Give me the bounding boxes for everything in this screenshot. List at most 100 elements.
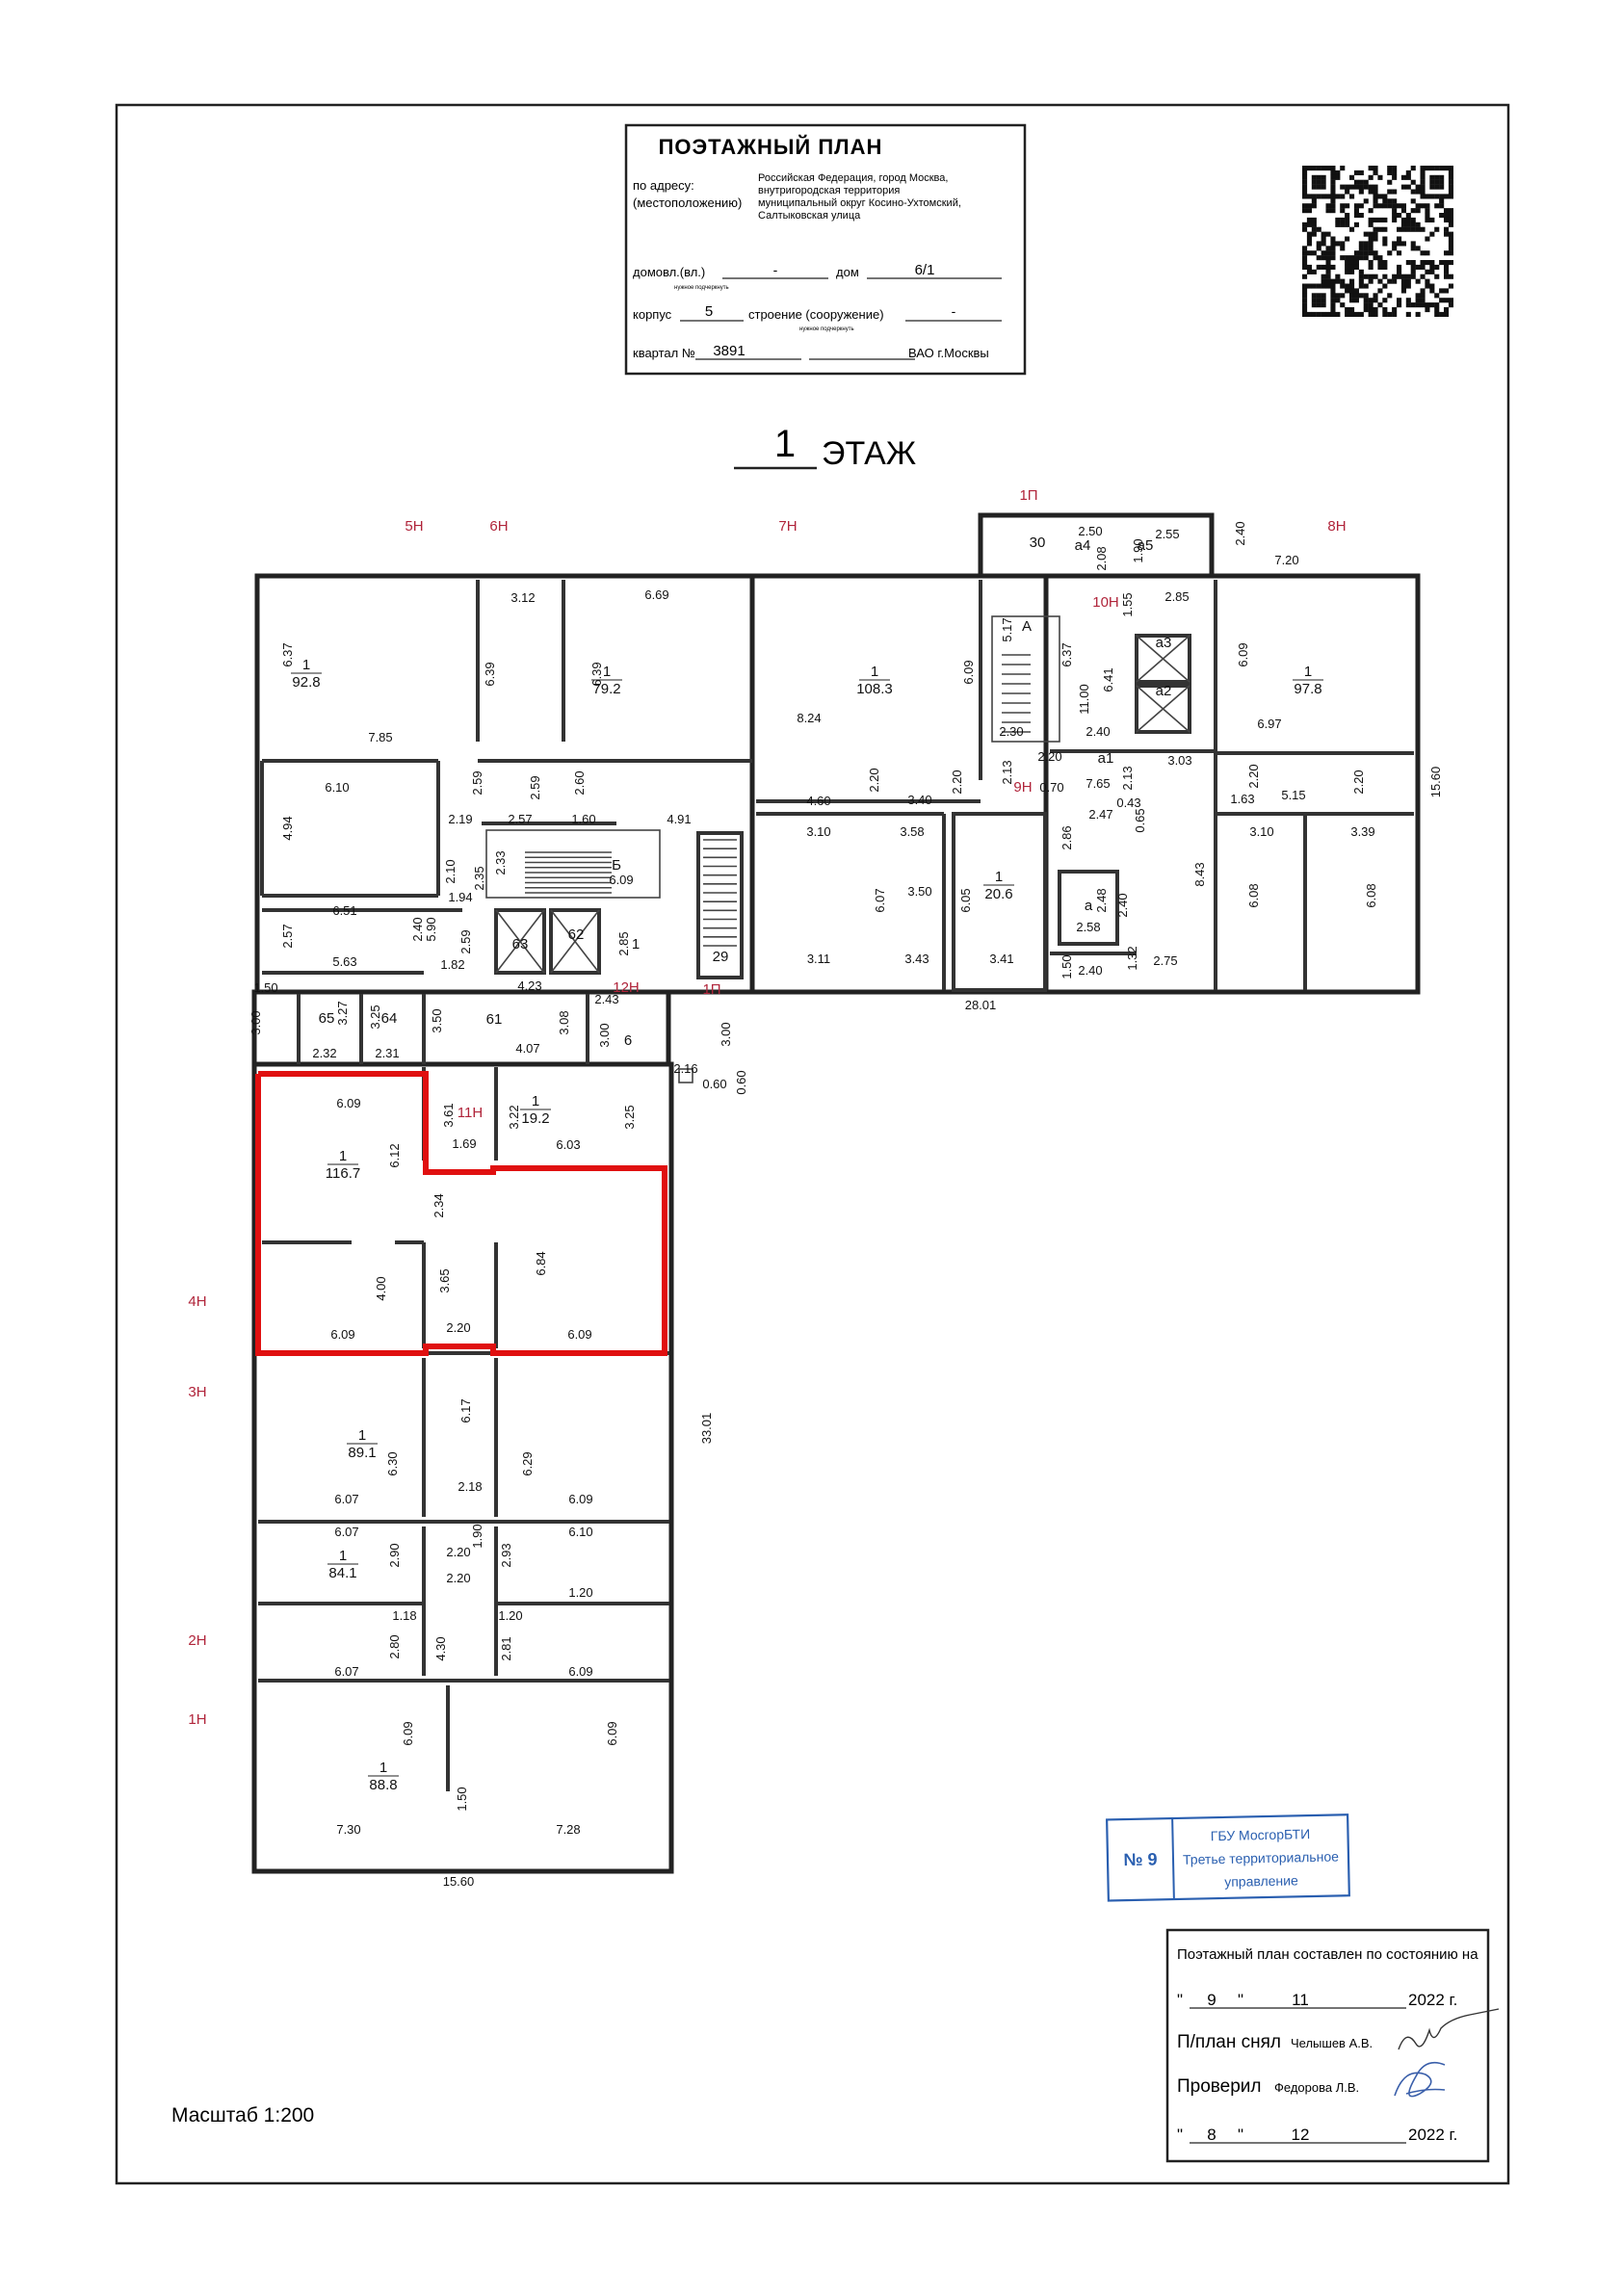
- qr-module: [1377, 302, 1383, 308]
- qr-module: [1400, 288, 1406, 294]
- qr-module: [1400, 203, 1406, 209]
- qr-module: [1387, 166, 1393, 171]
- qr-module: [1349, 311, 1355, 317]
- address-line-4: Салтыковская улица: [758, 210, 861, 222]
- lift-cross: [1136, 635, 1190, 683]
- qr-module: [1302, 288, 1308, 294]
- qr-module: [1387, 189, 1393, 195]
- dimension-label: 2.40: [1086, 724, 1110, 739]
- qr-module: [1410, 189, 1416, 195]
- dimension-label: 2.80: [387, 1634, 402, 1658]
- qr-module: [1345, 184, 1350, 190]
- qr-module: [1410, 222, 1416, 227]
- qr-module: [1448, 217, 1453, 222]
- dimension-label: 2.93: [499, 1543, 513, 1567]
- qr-module: [1392, 166, 1398, 171]
- qr-module: [1353, 213, 1359, 219]
- qr-module: [1345, 283, 1350, 289]
- qr-module: [1434, 203, 1440, 209]
- qr-module: [1377, 203, 1383, 209]
- dimension-label: 2.50: [1078, 524, 1102, 538]
- address-line-3: муниципальный округ Косино-Ухтомский,: [758, 197, 961, 209]
- qr-module: [1302, 189, 1308, 195]
- qr-module: [1425, 166, 1430, 171]
- room-number: 1: [302, 657, 310, 673]
- qr-module: [1397, 274, 1402, 279]
- dimension-label: 1.50: [1060, 954, 1074, 978]
- qr-module: [1387, 250, 1393, 256]
- qr-module: [1410, 226, 1416, 232]
- qr-module: [1316, 255, 1321, 261]
- footer-block: Поэтажный план составлен по состоянию на…: [1165, 1928, 1500, 2163]
- qr-module: [1444, 298, 1450, 303]
- dimension-label: 3.65: [437, 1268, 452, 1292]
- qr-module: [1368, 264, 1373, 270]
- qr-module: [1316, 241, 1321, 247]
- dimension-label: 6.09: [568, 1664, 592, 1679]
- lift-cross: [495, 909, 545, 974]
- qr-module: [1382, 226, 1388, 232]
- qr-module: [1410, 260, 1416, 266]
- qr-module: [1345, 260, 1350, 266]
- dimension-label: 3.00: [597, 1023, 612, 1047]
- qr-module: [1316, 184, 1321, 190]
- dimension-label: 2.19: [448, 812, 472, 826]
- qr-module: [1420, 170, 1426, 175]
- room-code: 61: [486, 1011, 503, 1028]
- qr-module: [1429, 302, 1435, 308]
- room-code: 29: [713, 949, 729, 965]
- qr-module: [1330, 198, 1336, 204]
- dimension-label: 4.23: [517, 978, 541, 993]
- qr-module: [1400, 208, 1406, 214]
- qr-module: [1368, 302, 1373, 308]
- qr-module: [1345, 203, 1350, 209]
- dimension-label: 2.40: [1233, 521, 1247, 545]
- stamp-number: № 9: [1123, 1849, 1157, 1869]
- title-block-frame: [624, 123, 1027, 376]
- qr-module: [1316, 283, 1321, 289]
- room-a: [1058, 870, 1119, 946]
- dimension-label: 6.07: [334, 1525, 358, 1539]
- room-code: a5: [1138, 537, 1154, 554]
- room-code: a2: [1156, 683, 1172, 699]
- room-code: 62: [568, 926, 585, 943]
- qr-module: [1368, 184, 1373, 190]
- qr-module: [1368, 174, 1373, 180]
- dimension-label: 2.85: [1164, 589, 1189, 604]
- dimension-label: 2.20: [1351, 770, 1366, 794]
- dimension-label: 1.90: [470, 1524, 484, 1548]
- dimension-label: 6.37: [1060, 642, 1074, 666]
- dimension-label: 6.07: [334, 1492, 358, 1506]
- qr-module: [1434, 293, 1440, 299]
- qr-module: [1400, 222, 1406, 227]
- qr-module: [1345, 236, 1350, 242]
- qr-module: [1321, 174, 1326, 180]
- stairwell-29: [696, 831, 744, 979]
- qr-module: [1415, 203, 1421, 209]
- qr-module: [1377, 226, 1383, 232]
- qr-module: [1415, 298, 1421, 303]
- qr-module: [1425, 213, 1430, 219]
- domovl-label: домовл.(вл.): [633, 265, 705, 279]
- qr-module: [1353, 203, 1359, 209]
- qr-module: [1448, 208, 1453, 214]
- room-code: a: [1085, 898, 1093, 914]
- qr-module: [1353, 208, 1359, 214]
- qr-module: [1429, 194, 1435, 199]
- qr-module: [1311, 269, 1317, 274]
- dimension-label: 1.32: [1125, 946, 1139, 970]
- qr-module: [1434, 174, 1440, 180]
- qr-module: [1340, 208, 1346, 214]
- qr-module: [1349, 194, 1355, 199]
- room-area: 19.2: [521, 1110, 549, 1127]
- axis-label: 7Н: [778, 518, 797, 535]
- qr-module: [1353, 260, 1359, 266]
- qr-module: [1392, 213, 1398, 219]
- qr-module: [1302, 255, 1308, 261]
- dimension-label: 6.08: [1364, 883, 1378, 907]
- address-line-2: внутригородская территория: [758, 185, 900, 196]
- qr-module: [1448, 241, 1453, 247]
- right-wing-outline: [1043, 573, 1421, 995]
- qr-module: [1415, 278, 1421, 284]
